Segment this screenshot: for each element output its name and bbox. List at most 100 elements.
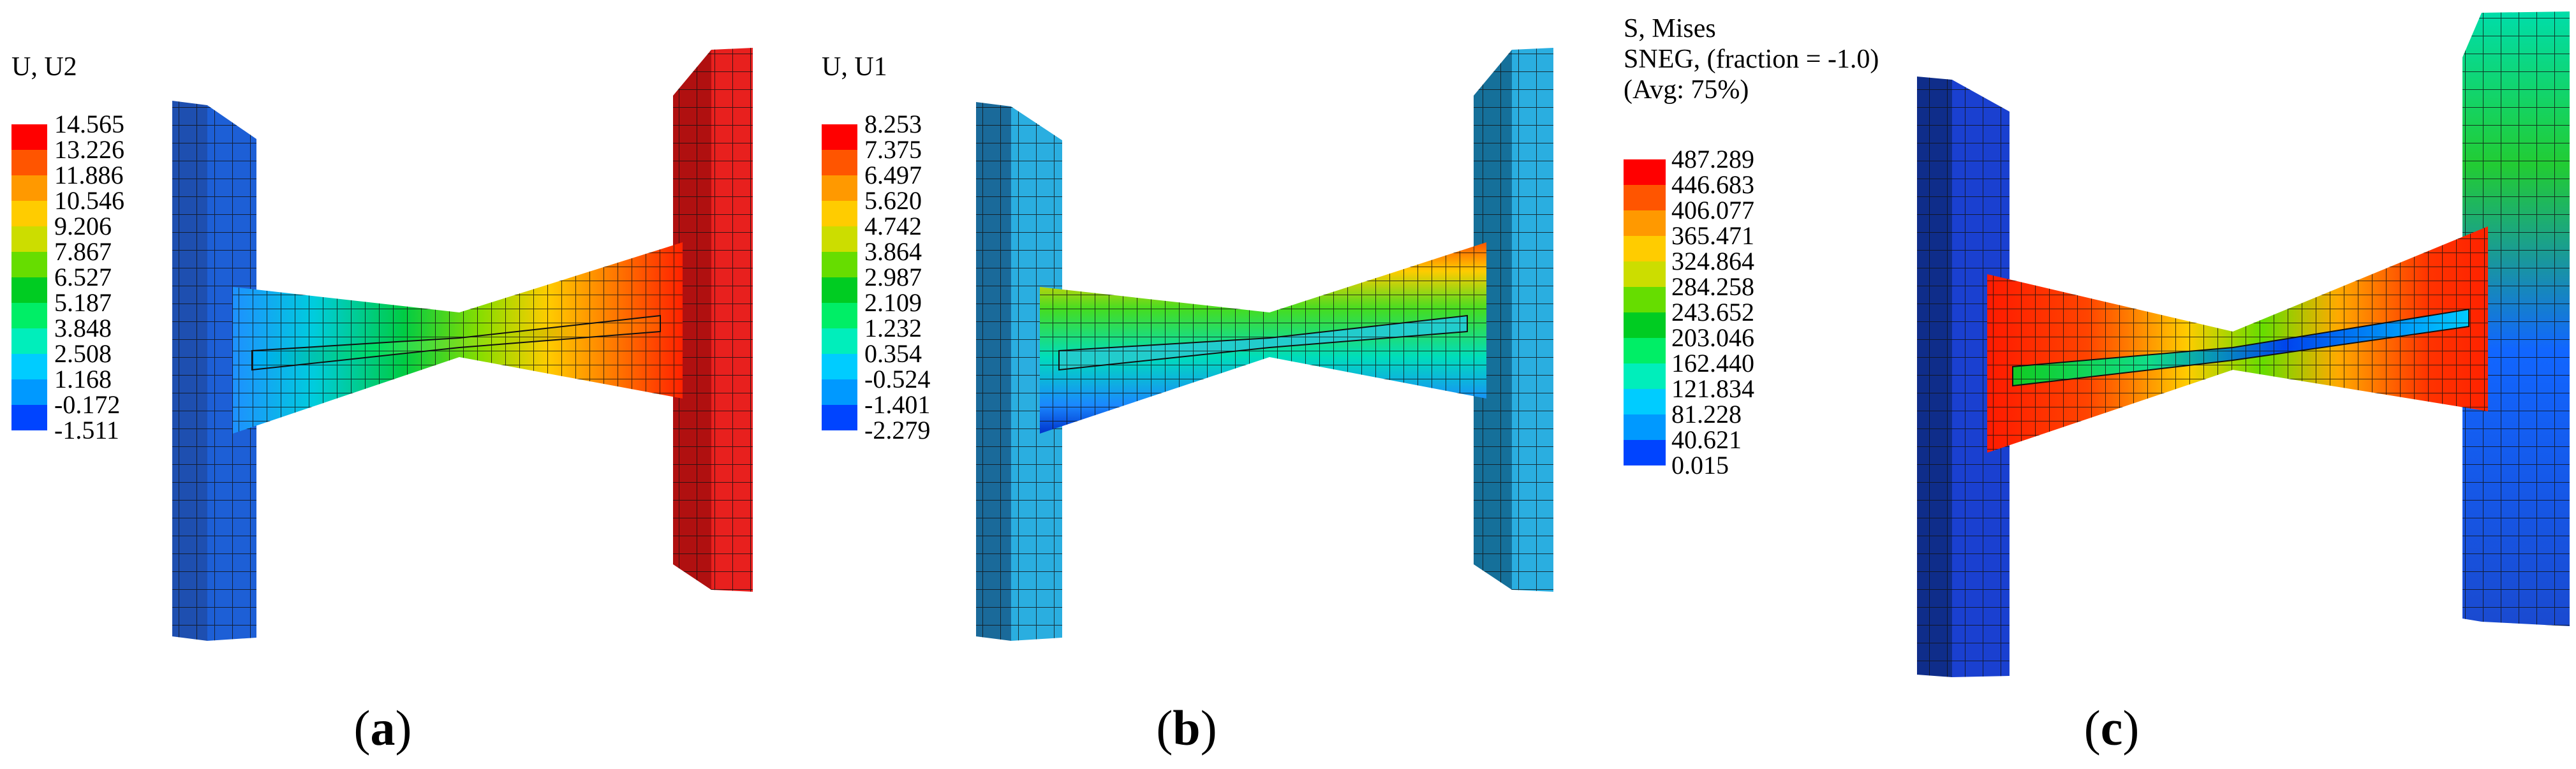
legend-tick-label: 365.471 <box>1671 221 1754 250</box>
tapered-web <box>1987 226 2488 453</box>
panel-c <box>1917 11 2570 677</box>
legend-tick-label: -1.511 <box>54 416 119 444</box>
panel-letter: c <box>2101 700 2123 756</box>
legend-tick-label: 9.206 <box>54 212 112 240</box>
paren-open: ( <box>2084 700 2101 756</box>
legend-swatch <box>1624 185 1666 210</box>
legend-swatch <box>822 328 857 354</box>
legend-swatch <box>822 405 857 430</box>
panel-label-a: (a) <box>354 700 412 756</box>
legend-tick-label: 10.546 <box>54 186 124 215</box>
legend-tick-label: 2.508 <box>54 339 112 368</box>
legend-title-line: (Avg: 75%) <box>1624 75 1749 105</box>
legend-swatch <box>1624 210 1666 236</box>
paren-close: ) <box>2122 700 2139 756</box>
legend-title-line: U, U2 <box>11 52 77 82</box>
legend-swatch <box>822 303 857 328</box>
panel-label-b: (b) <box>1156 700 1217 756</box>
panel-a <box>172 48 753 641</box>
legend-tick-label: 0.354 <box>864 339 922 368</box>
legend-swatch <box>11 379 47 405</box>
legend-swatch <box>11 124 47 150</box>
panel-label-c: (c) <box>2084 700 2140 756</box>
legend-swatch <box>11 175 47 201</box>
legend-tick-label: 324.864 <box>1671 247 1754 275</box>
legend-tick-label: 7.867 <box>54 237 112 266</box>
legend-swatch <box>822 175 857 201</box>
legend-tick-label: 284.258 <box>1671 272 1754 301</box>
legend-swatch <box>11 303 47 328</box>
legend-tick-label: 446.683 <box>1671 170 1754 199</box>
legend-tick-label: 203.046 <box>1671 323 1754 352</box>
legend-tick-label: 121.834 <box>1671 374 1754 403</box>
legend-tick-label: 13.226 <box>54 135 124 164</box>
legend-swatch <box>11 226 47 252</box>
legend-swatch <box>11 405 47 430</box>
legend-swatch <box>1624 261 1666 287</box>
legend-tick-label: 162.440 <box>1671 349 1754 377</box>
legend-title-line: S, Mises <box>1624 14 1716 43</box>
legend-tick-label: 2.987 <box>864 263 922 291</box>
legend-swatch <box>822 201 857 226</box>
legend-tick-label: 1.232 <box>864 314 922 342</box>
left-plate <box>1917 77 2010 677</box>
legend-tick-label: 14.565 <box>54 110 124 138</box>
legend-a: U, U2 14.56513.22611.88610.5469.2067.8676… <box>11 52 124 444</box>
legend-swatch <box>822 150 857 175</box>
right-plate <box>1474 48 1553 592</box>
paren-open: ( <box>354 700 371 756</box>
legend-tick-label: 243.652 <box>1671 298 1754 326</box>
left-plate <box>976 102 1062 641</box>
legend-swatch <box>1624 287 1666 312</box>
paren-close: ) <box>1201 700 1217 756</box>
legend-swatch <box>1624 236 1666 261</box>
legend-title-line: U, U1 <box>822 52 887 82</box>
legend-tick-label: -0.524 <box>864 365 930 393</box>
legend-swatch <box>1624 440 1666 465</box>
legend-b: U, U18.2537.3756.4975.6204.7423.8642.987… <box>822 52 930 444</box>
panel-b <box>976 48 1553 641</box>
right-plate <box>2462 11 2570 626</box>
legend-swatch <box>11 252 47 277</box>
legend-swatch <box>822 379 857 405</box>
legend-tick-label: 11.886 <box>54 161 124 189</box>
legend-tick-label: 5.187 <box>54 288 112 317</box>
legend-tick-label: 8.253 <box>864 110 922 138</box>
legend-tick-label: 3.848 <box>54 314 112 342</box>
legend-swatch <box>822 354 857 379</box>
legend-swatch <box>11 201 47 226</box>
legend-title-line: SNEG, (fraction = -1.0) <box>1624 45 1879 74</box>
legend-tick-label: 6.497 <box>864 161 922 189</box>
legend-tick-label: 406.077 <box>1671 196 1754 224</box>
legend-swatch <box>1624 389 1666 414</box>
panel-letter: b <box>1173 700 1200 756</box>
legend-tick-label: -1.401 <box>864 390 930 419</box>
legend-swatch <box>11 150 47 175</box>
legend-tick-label: 0.015 <box>1671 451 1729 480</box>
legend-tick-label: 487.289 <box>1671 145 1754 173</box>
legend-tick-label: 6.527 <box>54 263 112 291</box>
paren-open: ( <box>1156 700 1173 756</box>
legend-tick-label: -0.172 <box>54 390 120 419</box>
legend-swatch <box>1624 312 1666 338</box>
legend-tick-label: 7.375 <box>864 135 922 164</box>
legend-tick-label: -2.279 <box>864 416 930 444</box>
right-plate <box>673 48 753 592</box>
legend-swatch <box>1624 363 1666 389</box>
left-plate <box>172 101 256 641</box>
tapered-web <box>233 242 683 434</box>
legend-tick-label: 1.168 <box>54 365 112 393</box>
legend-swatch <box>822 226 857 252</box>
legend-swatch <box>1624 338 1666 363</box>
legend-tick-label: 2.109 <box>864 288 922 317</box>
legend-tick-label: 4.742 <box>864 212 922 240</box>
legend-tick-label: 81.228 <box>1671 400 1742 428</box>
legend-swatch <box>822 252 857 277</box>
legend-swatch <box>11 277 47 303</box>
legend-swatch <box>822 124 857 150</box>
tapered-web <box>1040 242 1486 434</box>
panel-letter: a <box>371 700 396 756</box>
legend-swatch <box>822 277 857 303</box>
legend-tick-label: 3.864 <box>864 237 922 266</box>
